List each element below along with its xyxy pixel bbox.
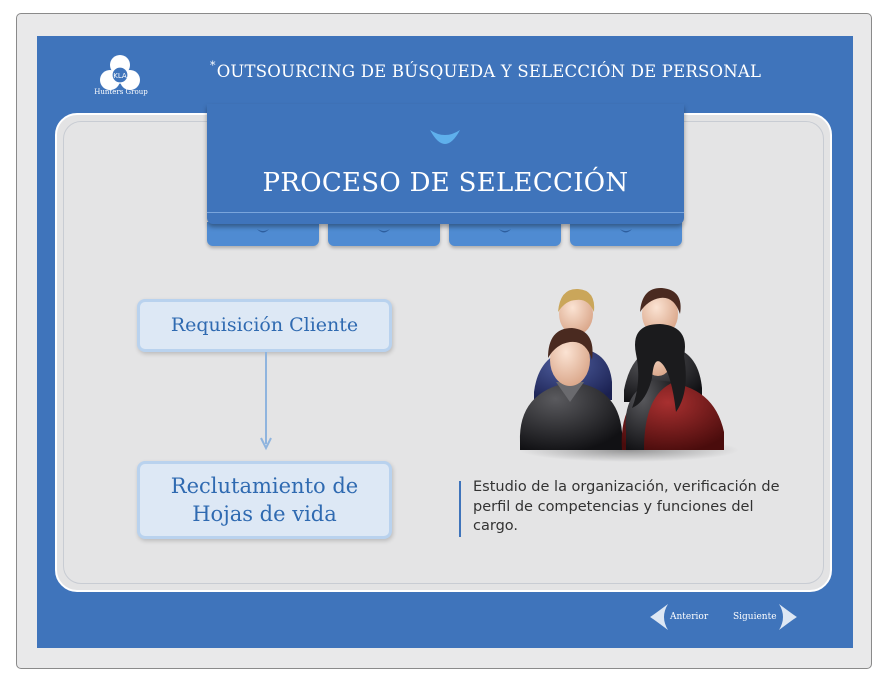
kla-logo-icon: KLA bbox=[100, 55, 140, 90]
step-2-label-line2: Hojas de vida bbox=[192, 502, 337, 526]
description-accent-bar bbox=[459, 481, 461, 537]
section-tab-3[interactable] bbox=[449, 222, 561, 246]
step-requisicion-cliente[interactable]: Requisición Cliente bbox=[137, 299, 392, 352]
section-tab-2[interactable] bbox=[328, 222, 440, 246]
title-text: OUTSOURCING DE BÚSQUEDA Y SELECCIÓN DE P… bbox=[216, 62, 762, 81]
step-reclutamiento[interactable]: Reclutamiento de Hojas de vida bbox=[137, 461, 392, 539]
section-tab-1[interactable] bbox=[207, 222, 319, 246]
logo-initials: KLA bbox=[113, 72, 127, 80]
step-2-label-line1: Reclutamiento de bbox=[170, 474, 359, 498]
previous-button[interactable]: Anterior bbox=[648, 602, 708, 632]
next-button[interactable]: Siguiente bbox=[733, 602, 799, 632]
arrow-left-icon bbox=[650, 604, 668, 630]
section-tab-4[interactable] bbox=[570, 222, 682, 246]
flow-arrow-icon bbox=[260, 352, 272, 451]
people-group-icon bbox=[519, 287, 739, 462]
chevron-down-icon bbox=[430, 130, 460, 144]
chevron-down-icon bbox=[499, 229, 511, 233]
step-1-label: Requisición Cliente bbox=[170, 314, 359, 336]
next-label: Siguiente bbox=[733, 612, 777, 622]
chevron-down-icon bbox=[378, 229, 390, 233]
arrow-right-icon bbox=[778, 604, 797, 630]
title-asterisk: * bbox=[210, 59, 216, 72]
banner-divider bbox=[207, 212, 684, 213]
chevron-down-icon bbox=[620, 229, 632, 233]
section-banner: PROCESO DE SELECCIÓN bbox=[207, 104, 684, 224]
section-title: PROCESO DE SELECCIÓN bbox=[262, 168, 629, 198]
previous-label: Anterior bbox=[670, 612, 709, 622]
step-description: Estudio de la organización, verificación… bbox=[473, 479, 780, 534]
logo-text: Hunters Group bbox=[94, 88, 148, 96]
page-title: *OUTSOURCING DE BÚSQUEDA Y SELECCIÓN DE … bbox=[210, 59, 770, 81]
chevron-down-icon bbox=[257, 229, 269, 233]
